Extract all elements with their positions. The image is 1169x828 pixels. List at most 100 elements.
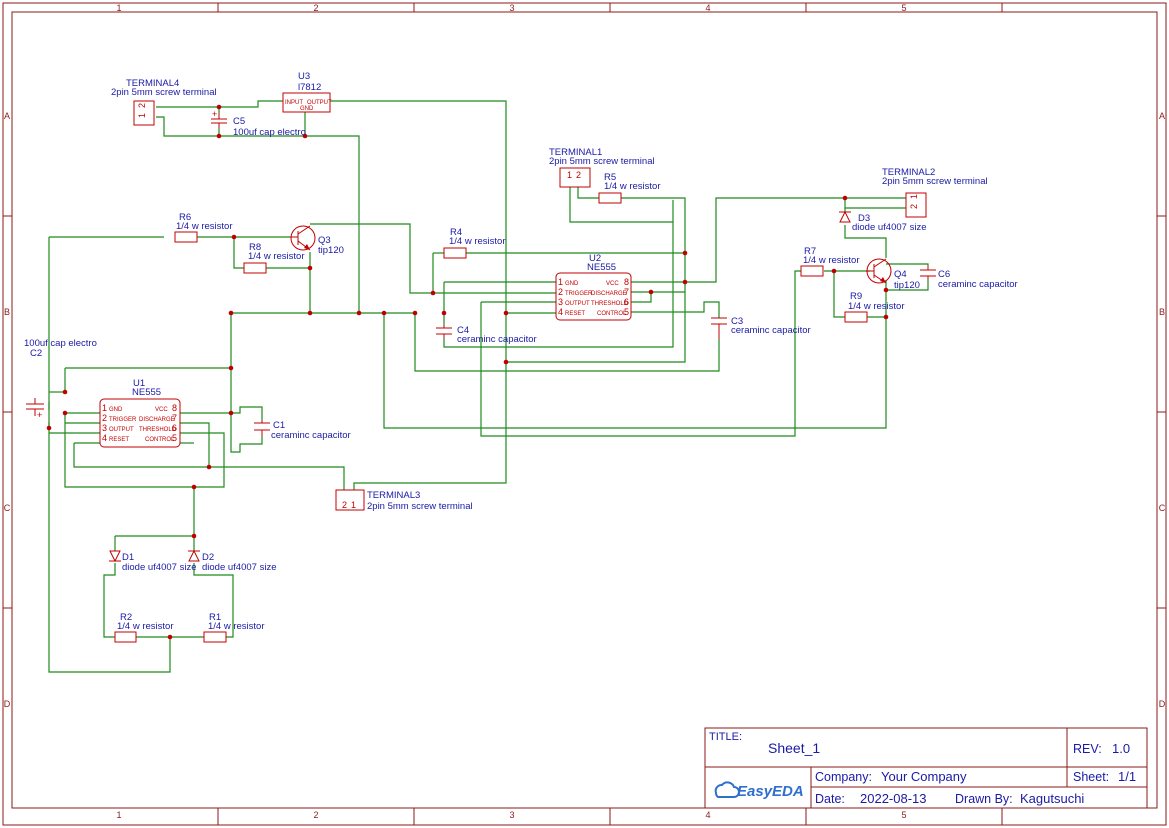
terminal1-pin1: 1 [567, 170, 572, 180]
c6-capacitor[interactable]: C6 ceraminc capacitor [920, 266, 1018, 290]
terminal3-ref: TERMINAL3 [367, 490, 420, 501]
company-value: Your Company [881, 769, 967, 784]
u2-pin3-name: OUTPUT [565, 301, 590, 307]
c1-ref: C1 [273, 420, 285, 431]
u2-pin4-name: RESET [565, 311, 585, 317]
u1-pin6-name: THRESHOLD [139, 427, 177, 433]
terminal2[interactable]: 1 2 TERMINAL2 2pin 5mm screw terminal [882, 167, 988, 218]
u3-gnd-pin: GND [300, 106, 314, 112]
u1-pin5-name: CONTROL [145, 437, 175, 443]
u2-ref: U2 [589, 253, 601, 264]
u2-pin8-num: 8 [624, 277, 629, 287]
terminal1[interactable]: 1 2 TERMINAL1 2pin 5mm screw terminal [549, 147, 655, 188]
row-label-c-right: C [1159, 503, 1166, 513]
d1-ref: D1 [122, 552, 134, 563]
u1-ne555[interactable]: U1 NE555 1 GND 2 TRIGGER 3 OUTPUT 4 RESE… [99, 378, 181, 448]
q3-transistor[interactable]: Q3 tip120 [290, 225, 344, 256]
c2-ref: C2 [30, 348, 42, 359]
r5-ref: R5 [604, 172, 616, 183]
terminal4-ref: TERMINAL4 [126, 78, 179, 89]
r9-value: 1/4 w resistor [848, 301, 905, 312]
r9-resistor[interactable]: R9 1/4 w resistor [844, 291, 905, 323]
junctions [46, 104, 889, 640]
r1-resistor[interactable]: R1 1/4 w resistor [203, 612, 265, 643]
d3-diode[interactable]: D3 diode uf4007 size [839, 210, 926, 233]
c5-capacitor[interactable]: + C5 100uf cap electro [211, 109, 306, 138]
r7-resistor[interactable]: R7 1/4 w resistor [800, 246, 860, 277]
c1-capacitor[interactable]: C1 ceraminc capacitor [254, 420, 351, 441]
d1-value: diode uf4007 size [122, 562, 196, 573]
col-label-5-bottom: 5 [901, 810, 906, 820]
u2-ne555[interactable]: U2 NE555 1 GND 2 TRIGGER 3 OUTPUT 4 RESE… [555, 253, 632, 321]
r4-ref: R4 [450, 227, 462, 238]
c5-ref: C5 [233, 116, 245, 127]
u1-pin8-num: 8 [172, 403, 177, 413]
r6-resistor[interactable]: R6 1/4 w resistor [174, 212, 233, 243]
u2-pin1-num: 1 [558, 277, 563, 287]
u3-regulator[interactable]: INPUT OUTPUT GND U3 l7812 [282, 71, 332, 113]
col-label-5: 5 [901, 3, 906, 13]
u1-pin3-name: OUTPUT [109, 427, 134, 433]
u2-pin5-num: 5 [624, 307, 629, 317]
c2-capacitor[interactable]: + 100uf cap electro C2 [24, 338, 97, 420]
u3-value: l7812 [298, 82, 321, 93]
u2-pin6-name: THRESHOLD [591, 301, 629, 307]
company-label: Company: [815, 770, 872, 784]
u1-pin5-num: 5 [172, 433, 177, 443]
d1-diode[interactable]: D1 diode uf4007 size [109, 550, 196, 573]
u2-pin3-num: 3 [558, 297, 563, 307]
d3-ref: D3 [858, 213, 870, 224]
drawn-by-value: Kagutsuchi [1020, 791, 1084, 806]
u1-pin1-num: 1 [102, 403, 107, 413]
terminal1-ref: TERMINAL1 [549, 147, 602, 158]
r2-resistor[interactable]: R2 1/4 w resistor [114, 612, 174, 643]
terminal4-pin1: 1 [137, 113, 147, 118]
d2-diode[interactable]: D2 diode uf4007 size [188, 549, 276, 573]
r2-ref: R2 [120, 612, 132, 623]
r8-resistor[interactable]: R8 1/4 w resistor [243, 242, 305, 274]
c5-plus: + [212, 109, 217, 119]
q4-ref: Q4 [894, 269, 907, 280]
row-label-d: D [4, 699, 11, 709]
c1-value: ceraminc capacitor [271, 430, 351, 441]
r6-value: 1/4 w resistor [176, 221, 233, 232]
terminal4-pin2: 2 [137, 103, 147, 108]
terminal2-pin1: 1 [909, 194, 919, 199]
c5-value: 100uf cap electro [233, 127, 306, 138]
row-label-c: C [4, 503, 11, 513]
col-label-4-bottom: 4 [705, 810, 710, 820]
terminal2-desc: 2pin 5mm screw terminal [882, 176, 988, 187]
row-label-b-right: B [1159, 307, 1165, 317]
drawn-by-label: Drawn By: [955, 792, 1013, 806]
u2-pin6-num: 6 [624, 297, 629, 307]
r5-value: 1/4 w resistor [604, 181, 661, 192]
date-label: Date: [815, 792, 845, 806]
terminal4-desc: 2pin 5mm screw terminal [111, 87, 217, 98]
row-label-d-right: D [1159, 699, 1166, 709]
q4-transistor[interactable]: Q4 tip120 [866, 258, 920, 291]
row-label-a: A [4, 111, 10, 121]
u1-ref: U1 [133, 378, 145, 389]
u1-pin4-name: RESET [109, 437, 129, 443]
col-label-1-bottom: 1 [116, 810, 121, 820]
c2-value: 100uf cap electro [24, 338, 97, 349]
col-label-1: 1 [116, 3, 121, 13]
r5-resistor[interactable]: R5 1/4 w resistor [598, 172, 661, 204]
u1-pin3-num: 3 [102, 423, 107, 433]
rev-label: REV: [1073, 742, 1102, 756]
terminal3-pin1: 1 [351, 500, 356, 510]
c3-capacitor[interactable]: C3 ceraminc capacitor [711, 316, 811, 339]
r9-ref: R9 [850, 291, 862, 302]
terminal3[interactable]: 2 1 TERMINAL3 2pin 5mm screw terminal [335, 489, 473, 512]
date-value: 2022-08-13 [860, 791, 927, 806]
u1-pin2-num: 2 [102, 413, 107, 423]
u1-pin7-num: 7 [172, 413, 177, 423]
u3-ref: U3 [298, 71, 310, 82]
r4-resistor[interactable]: R4 1/4 w resistor [443, 227, 506, 259]
r1-value: 1/4 w resistor [208, 621, 265, 632]
c4-capacitor[interactable]: C4 ceraminc capacitor [436, 325, 537, 345]
terminal4[interactable]: 2 1 TERMINAL4 2pin 5mm screw terminal [111, 78, 217, 126]
u2-pin4-num: 4 [558, 307, 563, 317]
terminal1-desc: 2pin 5mm screw terminal [549, 156, 655, 167]
r8-ref: R8 [249, 242, 261, 253]
